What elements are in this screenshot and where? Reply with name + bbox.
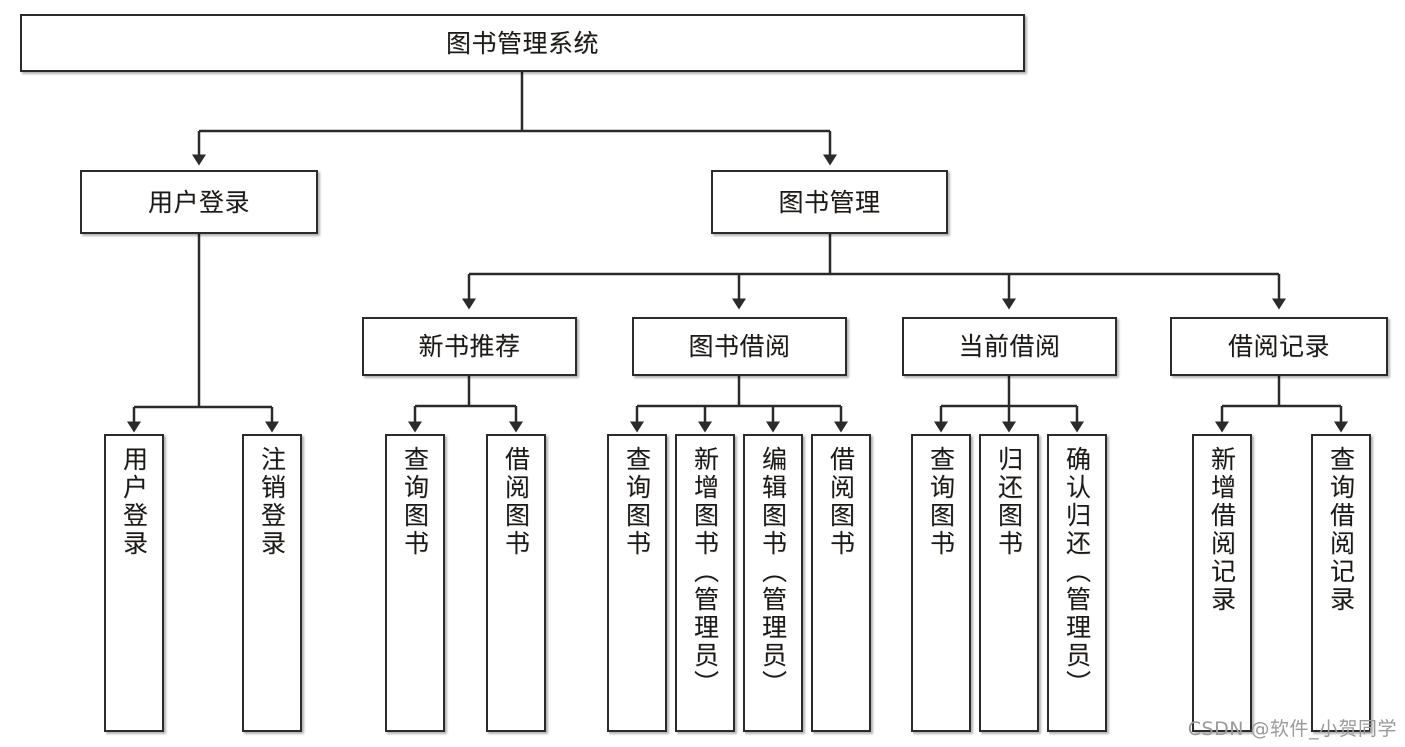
leaf-return-book[interactable]: 归还图书 [979,434,1039,732]
leaf-borrow-book-1-label: 借阅图书 [501,446,531,558]
node-user-login[interactable]: 用户登录 [80,170,318,234]
node-current-borrow-label: 当前借阅 [958,332,1061,361]
leaf-confirm-return-label: 确认归还（管理员） [1062,446,1092,698]
node-user-login-label: 用户登录 [147,187,250,217]
node-current-borrow[interactable]: 当前借阅 [902,317,1117,376]
leaf-user-login[interactable]: 用户登录 [104,434,164,732]
leaf-borrow-book-2[interactable]: 借阅图书 [811,434,871,732]
leaf-confirm-return[interactable]: 确认归还（管理员） [1047,434,1107,732]
leaf-add-book-label: 新增图书（管理员） [690,446,720,698]
leaf-query-book-2-label: 查询图书 [622,446,652,558]
node-root-label: 图书管理系统 [445,28,599,58]
node-root[interactable]: 图书管理系统 [20,14,1025,72]
node-book-manage[interactable]: 图书管理 [711,170,948,234]
node-borrow-record[interactable]: 借阅记录 [1170,317,1388,376]
csdn-watermark: CSDN @软件_小贺同学 [1187,718,1397,740]
leaf-edit-book-label: 编辑图书（管理员） [758,446,788,698]
leaf-query-book-1-label: 查询图书 [400,446,430,558]
leaf-return-book-label: 归还图书 [994,446,1024,558]
leaf-query-book-3[interactable]: 查询图书 [911,434,971,732]
leaf-query-book-3-label: 查询图书 [926,446,956,558]
node-book-manage-label: 图书管理 [778,187,881,217]
leaf-add-borrow-record[interactable]: 新增借阅记录 [1192,434,1252,732]
leaf-edit-book[interactable]: 编辑图书（管理员） [743,434,803,732]
leaf-borrow-book-1[interactable]: 借阅图书 [486,434,546,732]
leaf-query-book-2[interactable]: 查询图书 [607,434,667,732]
leaf-user-login-label: 用户登录 [119,446,149,558]
leaf-logout-login-label: 注销登录 [257,446,287,558]
leaf-logout-login[interactable]: 注销登录 [242,434,302,732]
leaf-query-book-1[interactable]: 查询图书 [385,434,445,732]
node-book-borrow-label: 图书借阅 [688,332,791,361]
node-borrow-record-label: 借阅记录 [1227,332,1330,361]
node-new-book-recommend[interactable]: 新书推荐 [362,317,577,376]
leaf-query-borrow-record[interactable]: 查询借阅记录 [1311,434,1371,732]
node-book-borrow[interactable]: 图书借阅 [632,317,847,376]
leaf-query-borrow-record-label: 查询借阅记录 [1326,446,1356,614]
leaf-add-borrow-record-label: 新增借阅记录 [1207,446,1237,614]
node-new-book-recommend-label: 新书推荐 [418,332,521,361]
leaf-borrow-book-2-label: 借阅图书 [826,446,856,558]
leaf-add-book[interactable]: 新增图书（管理员） [675,434,735,732]
